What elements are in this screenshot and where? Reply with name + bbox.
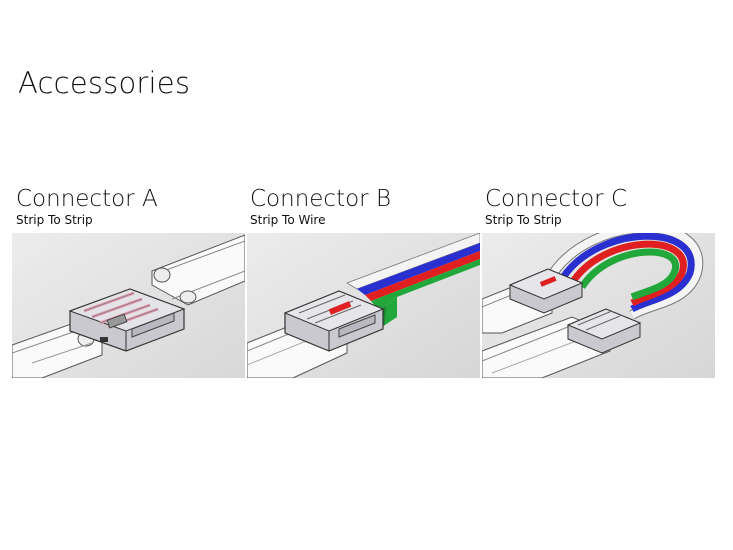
connector-a-title: Connector A: [16, 186, 158, 212]
ribbon-cable: [346, 233, 480, 329]
connector-c-title: Connector C: [485, 186, 627, 212]
connector-housing: [283, 290, 385, 352]
led-strip-right: [151, 234, 245, 306]
connector-housing: [68, 288, 186, 352]
connector-housing-lower: [566, 308, 642, 354]
connector-a-illustration: [12, 233, 245, 378]
page-title: Accessories: [18, 66, 191, 100]
connector-a-subtitle: Strip To Strip: [16, 213, 93, 227]
connector-a-caption: Connector A Strip To Strip: [16, 184, 252, 227]
connector-c-caption: Connector C Strip To Strip: [485, 184, 721, 227]
connector-b-illustration: [247, 233, 480, 378]
connector-housing-upper: [508, 268, 584, 314]
connector-b-caption: Connector B Strip To Wire: [250, 184, 486, 227]
connector-b-title: Connector B: [250, 186, 391, 212]
connector-c-illustration: [482, 233, 715, 378]
u-ribbon-cable: [547, 233, 704, 320]
connector-b-subtitle: Strip To Wire: [250, 213, 326, 227]
connector-c-subtitle: Strip To Strip: [485, 213, 562, 227]
